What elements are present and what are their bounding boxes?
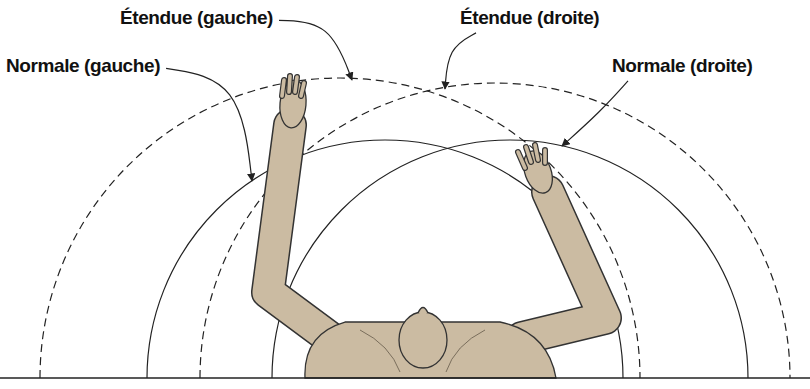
- reach-label: Étendue (droite): [458, 8, 601, 29]
- extended-left-arc: [40, 78, 640, 378]
- leader-arrow: [445, 33, 476, 89]
- reach-label: Étendue (gauche): [118, 8, 275, 29]
- leader-lines: [166, 20, 628, 181]
- leader-arrow: [562, 81, 628, 146]
- reach-arcs: [40, 78, 790, 378]
- leader-arrow: [279, 20, 352, 80]
- table-edge: [0, 377, 810, 378]
- reach-label: Normale (droite): [610, 56, 754, 77]
- leader-arrow: [166, 68, 252, 181]
- reach-label: Normale (gauche): [4, 56, 162, 77]
- person-figure: [268, 76, 605, 378]
- normal-right-arc: [272, 140, 748, 378]
